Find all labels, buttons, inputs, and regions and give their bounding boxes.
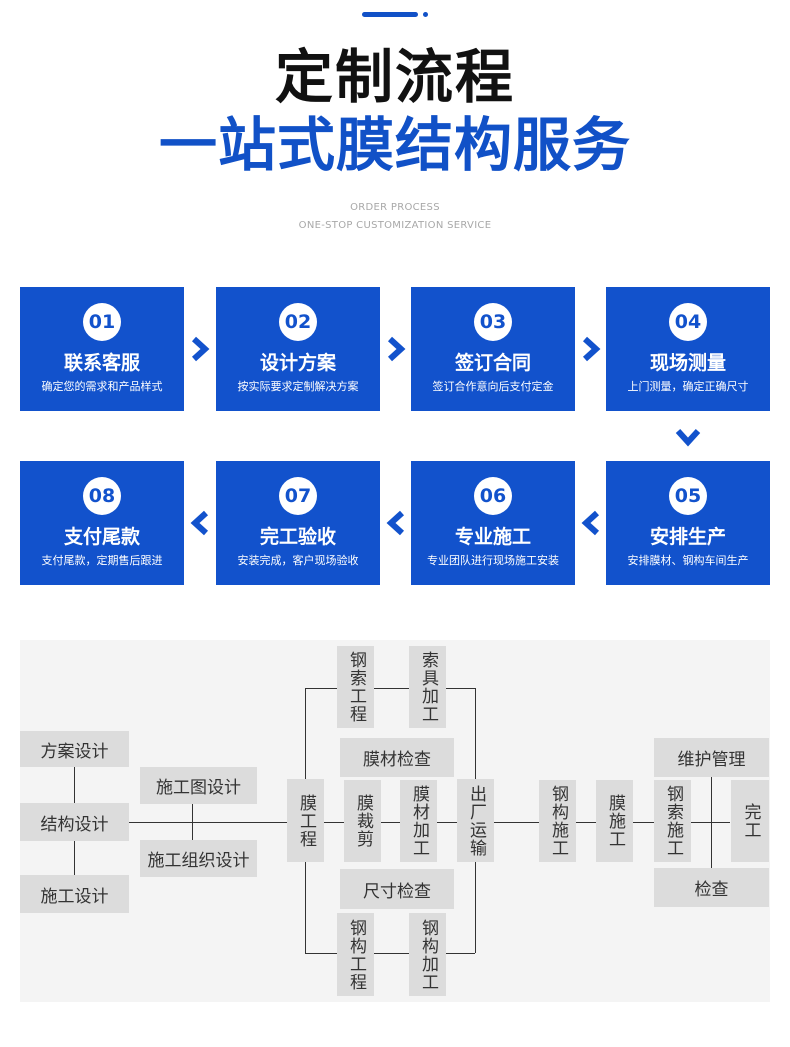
step-card-01: 01 联系客服 确定您的需求和产品样式 bbox=[20, 287, 184, 411]
step-number: 06 bbox=[474, 477, 512, 515]
step-number: 08 bbox=[83, 477, 121, 515]
connector-line bbox=[711, 775, 712, 868]
page-subtitle: 一站式膜结构服务 bbox=[158, 111, 631, 179]
english-caption-2: ONE-STOP CUSTOMIZATION SERVICE bbox=[298, 220, 492, 231]
flow-box-construction-drawing: 施工图设计 bbox=[140, 767, 257, 804]
step-description: 专业团队进行现场施工安装 bbox=[427, 554, 559, 567]
step-card-04: 04 现场测量 上门测量，确定正确尺寸 bbox=[606, 287, 770, 411]
flow-box-maintenance: 维护管理 bbox=[654, 738, 769, 777]
step-title: 签订合同 bbox=[454, 352, 531, 374]
step-card-02: 02 设计方案 按实际要求定制解决方案 bbox=[216, 287, 380, 411]
flow-box-dispatch: 出厂运输 bbox=[457, 779, 494, 862]
flow-box-cable-construction: 钢索施工 bbox=[654, 780, 691, 862]
flow-box-steel-structure-eng: 钢构工程 bbox=[337, 913, 374, 996]
chevron-down-icon bbox=[675, 428, 701, 447]
step-number: 07 bbox=[279, 477, 317, 515]
chevron-right-icon bbox=[582, 336, 601, 362]
step-title: 安排生产 bbox=[649, 526, 726, 548]
step-card-08: 08 支付尾款 支付尾款，定期售后跟进 bbox=[20, 461, 184, 585]
connector-line bbox=[192, 804, 193, 840]
step-title: 设计方案 bbox=[259, 352, 336, 374]
flow-box-steel-processing: 钢构加工 bbox=[409, 913, 446, 996]
chevron-left-icon bbox=[386, 510, 405, 536]
flowchart-panel bbox=[20, 640, 770, 1002]
step-description: 支付尾款，定期售后跟进 bbox=[41, 554, 163, 567]
step-description: 按实际要求定制解决方案 bbox=[237, 380, 359, 393]
step-card-06: 06 专业施工 专业团队进行现场施工安装 bbox=[411, 461, 575, 585]
connector-line bbox=[305, 688, 475, 689]
step-title: 支付尾款 bbox=[63, 526, 140, 548]
step-card-05: 05 安排生产 安排膜材、钢构车间生产 bbox=[606, 461, 770, 585]
chevron-left-icon bbox=[581, 510, 600, 536]
flow-box-size-inspection: 尺寸检查 bbox=[340, 869, 454, 909]
flow-box-membrane-cutting: 膜裁剪 bbox=[344, 780, 381, 862]
flow-box-membrane-processing: 膜材加工 bbox=[400, 780, 437, 862]
step-description: 安排膜材、钢构车间生产 bbox=[627, 554, 749, 567]
flow-box-membrane-engineering: 膜工程 bbox=[287, 779, 324, 862]
flow-box-membrane-inspection: 膜材检查 bbox=[340, 738, 454, 777]
chevron-right-icon bbox=[191, 336, 210, 362]
flow-box-complete: 完工 bbox=[731, 780, 769, 862]
step-title: 联系客服 bbox=[63, 352, 140, 374]
step-title: 专业施工 bbox=[454, 526, 531, 548]
step-title: 现场测量 bbox=[649, 352, 726, 374]
flow-box-construction-design: 施工设计 bbox=[20, 875, 129, 913]
step-number: 01 bbox=[83, 303, 121, 341]
step-card-03: 03 签订合同 签订合作意向后支付定金 bbox=[411, 287, 575, 411]
flow-box-inspection: 检查 bbox=[654, 868, 769, 907]
flow-box-scheme-design: 方案设计 bbox=[20, 731, 129, 767]
english-caption-1: ORDER PROCESS bbox=[350, 202, 440, 213]
chevron-right-icon bbox=[387, 336, 406, 362]
step-card-07: 07 完工验收 安装完成，客户现场验收 bbox=[216, 461, 380, 585]
step-number: 03 bbox=[474, 303, 512, 341]
page-title: 定制流程 bbox=[274, 43, 515, 111]
step-number: 04 bbox=[669, 303, 707, 341]
connector-line bbox=[305, 822, 730, 823]
flow-box-structure-design: 结构设计 bbox=[20, 803, 129, 841]
flow-box-cable-fitting: 索具加工 bbox=[409, 646, 446, 728]
step-description: 安装完成，客户现场验收 bbox=[237, 554, 359, 567]
step-number: 02 bbox=[279, 303, 317, 341]
step-title: 完工验收 bbox=[259, 526, 336, 548]
header-accent-dot bbox=[423, 12, 428, 17]
step-number: 05 bbox=[669, 477, 707, 515]
chevron-left-icon bbox=[190, 510, 209, 536]
step-description: 上门测量，确定正确尺寸 bbox=[627, 380, 749, 393]
step-description: 确定您的需求和产品样式 bbox=[41, 380, 163, 393]
flow-box-steel-construction: 钢构施工 bbox=[539, 780, 576, 862]
flow-box-construction-org: 施工组织设计 bbox=[140, 840, 257, 877]
connector-line bbox=[305, 953, 475, 954]
connector-line bbox=[129, 822, 305, 823]
flow-box-steel-cable-eng: 钢索工程 bbox=[337, 646, 374, 728]
flow-box-membrane-construction: 膜施工 bbox=[596, 780, 633, 862]
step-description: 签订合作意向后支付定金 bbox=[432, 380, 554, 393]
header-accent-bar bbox=[362, 12, 418, 17]
